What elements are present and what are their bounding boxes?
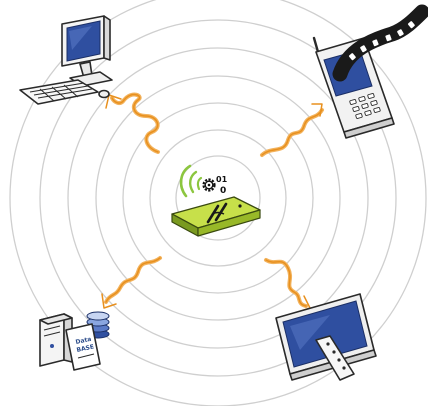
signal-ring: [68, 48, 368, 348]
signal-ring: [96, 76, 340, 320]
gear-icon: [204, 180, 215, 191]
device-body: [172, 197, 260, 236]
binary-label-01: 01: [216, 175, 228, 184]
database-server-icon: Data BASE: [40, 312, 109, 370]
desktop-computer-icon: [20, 16, 112, 104]
wave-to-phone: [262, 104, 322, 155]
wifi-signal-icon: [181, 166, 201, 196]
mouse-icon: [99, 91, 109, 98]
mobile-phone-icon: [314, 12, 422, 138]
central-router-device: 01 0: [172, 166, 260, 236]
wave-to-computer: [106, 95, 158, 152]
binary-label-0: 0: [220, 186, 226, 196]
television-icon: [276, 294, 376, 380]
